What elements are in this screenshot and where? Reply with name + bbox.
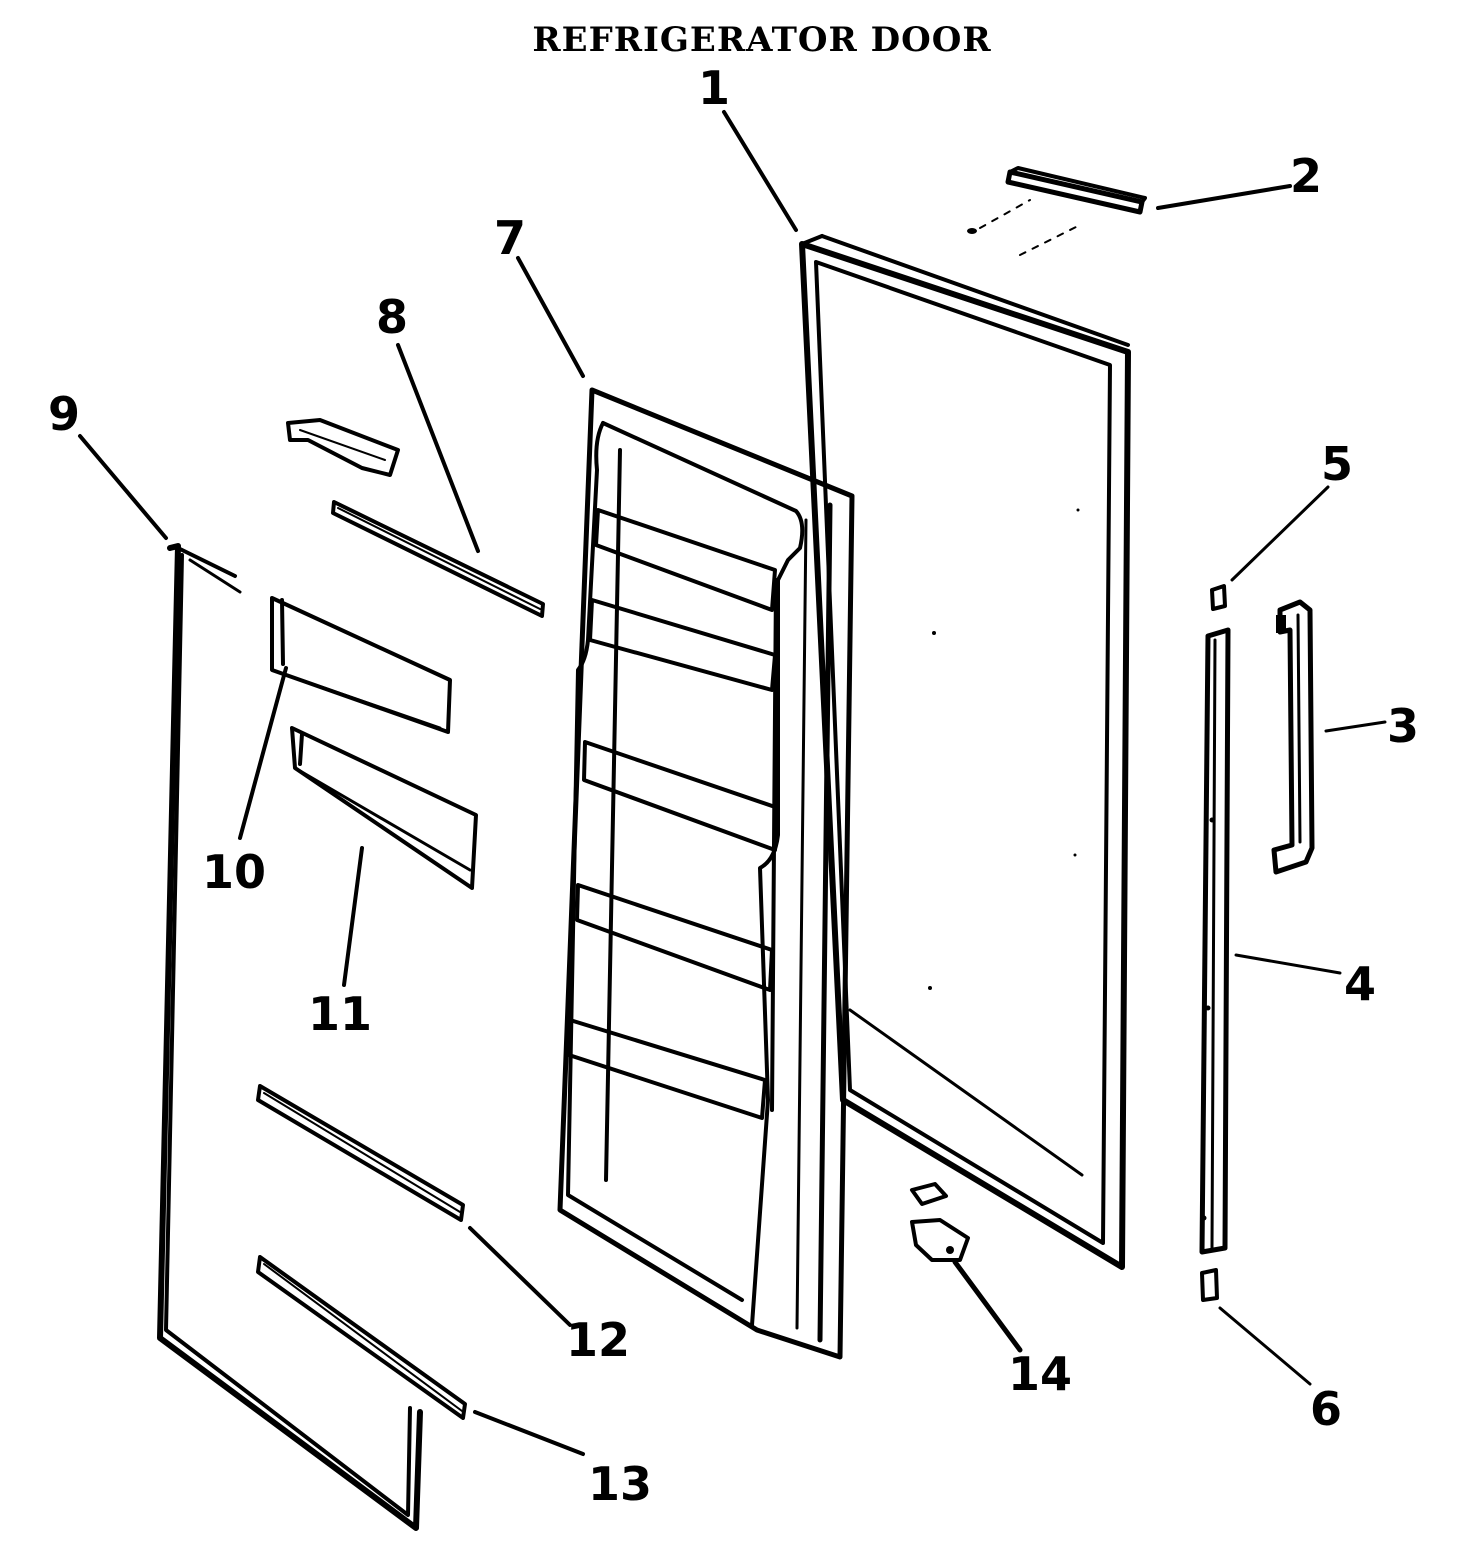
callout-6: 6 xyxy=(1310,1382,1342,1436)
leader-6 xyxy=(1218,1306,1312,1386)
leader-12 xyxy=(468,1226,572,1327)
part-8-retainer-bar xyxy=(286,418,545,618)
callout-12: 12 xyxy=(566,1313,630,1367)
callout-9: 9 xyxy=(48,387,80,441)
part-3-door-handle xyxy=(1271,599,1315,875)
part-10-upper-shelf xyxy=(270,596,452,734)
part-5-top-end-cap xyxy=(1210,584,1227,611)
part-6-bottom-end-cap xyxy=(1200,1268,1219,1302)
callout-10: 10 xyxy=(202,845,266,899)
callout-13: 13 xyxy=(588,1457,652,1511)
leader-1 xyxy=(722,110,798,232)
callout-numbers: 1 2 3 4 5 6 7 8 9 10 11 12 13 14 xyxy=(48,61,1419,1511)
part-13-retainer-bar xyxy=(256,1255,467,1420)
part-9-door-gasket xyxy=(157,543,423,1531)
diagram-title: REFRIGERATOR DOOR xyxy=(532,20,991,60)
leader-lines xyxy=(78,110,1387,1456)
callout-5: 5 xyxy=(1321,437,1353,491)
leader-10 xyxy=(238,666,288,840)
leader-7 xyxy=(516,256,585,378)
leader-9 xyxy=(78,434,168,540)
part-2-hinge-cover xyxy=(967,166,1147,256)
callout-4: 4 xyxy=(1344,957,1376,1011)
leader-8 xyxy=(396,343,480,553)
callout-1: 1 xyxy=(698,61,730,115)
part-12-retainer-bar xyxy=(256,1084,465,1222)
callout-11: 11 xyxy=(308,987,372,1041)
part-1-outer-door xyxy=(799,234,1131,1270)
part-14-bottom-hinge xyxy=(910,1182,970,1262)
callout-3: 3 xyxy=(1387,699,1419,753)
leader-13 xyxy=(473,1410,585,1456)
part-11-lower-shelf xyxy=(290,726,478,890)
part-7-inner-liner xyxy=(557,387,855,1360)
leader-14 xyxy=(952,1259,1023,1353)
callout-8: 8 xyxy=(376,290,408,344)
leader-4 xyxy=(1234,953,1342,975)
callout-7: 7 xyxy=(494,211,526,265)
callout-14: 14 xyxy=(1008,1347,1072,1401)
leader-2 xyxy=(1156,184,1292,210)
callout-2: 2 xyxy=(1290,149,1322,203)
leader-5 xyxy=(1230,485,1330,582)
part-4-trim-strip xyxy=(1199,627,1231,1255)
leader-3 xyxy=(1324,720,1387,733)
leader-11 xyxy=(342,846,364,987)
